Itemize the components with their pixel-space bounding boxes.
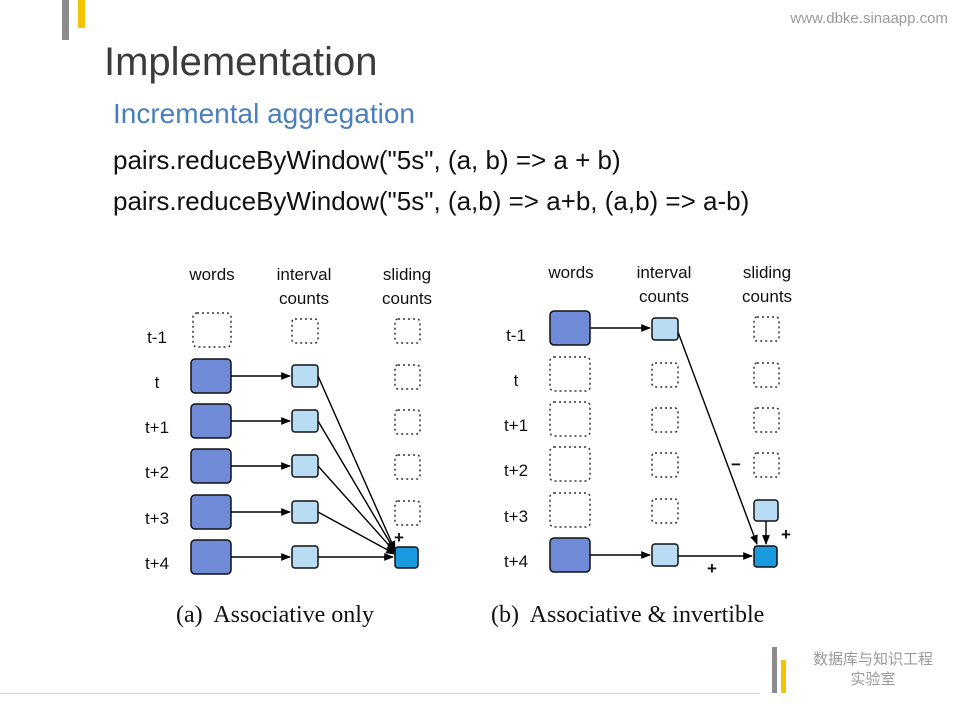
- b-interval-empty-t: [651, 362, 679, 388]
- b-header-sliding: sliding: [743, 263, 791, 282]
- a-header-sliding: sliding: [383, 265, 431, 284]
- a-word-box-t+3: [190, 494, 232, 530]
- a-row-label-t+1: t+1: [145, 418, 169, 437]
- a-word-box-t+2: [190, 448, 232, 484]
- b-word-empty-t+3: [549, 492, 591, 528]
- a-sliding-empty-t: [394, 364, 421, 390]
- b-row-label-t+2: t+2: [504, 461, 528, 480]
- a-row-label-t: t: [155, 373, 160, 392]
- a-arrow-fan-t+3: [317, 511, 396, 555]
- a-interval-box-t+2: [291, 454, 319, 478]
- b-row-label-t: t: [514, 371, 519, 390]
- b-plus-sign-add: +: [707, 559, 717, 578]
- b-plus-sign-prev: +: [781, 525, 791, 544]
- b-header-words: words: [547, 263, 593, 282]
- b-interval-box-t-1: [651, 317, 679, 341]
- a-arrow-fan-t+2: [317, 465, 396, 553]
- b-word-box-t-1: [549, 310, 591, 346]
- a-word-box-t: [190, 358, 232, 394]
- lab-name-line1: 数据库与知识工程: [812, 651, 933, 668]
- lab-name-line2: 实验室: [850, 671, 896, 688]
- a-interval-box-t+3: [291, 500, 319, 524]
- b-interval-empty-t+3: [651, 498, 679, 524]
- b-sliding-box-t+4: [753, 545, 778, 568]
- a-sliding-empty-t+2: [394, 454, 421, 480]
- code-line-1: pairs.reduceByWindow("5s", (a, b) => a +…: [113, 145, 621, 175]
- b-header-interval-counts: counts: [639, 287, 689, 306]
- panel-b: − + +: [549, 310, 791, 578]
- a-header-words: words: [188, 265, 234, 284]
- footer-divider: [0, 693, 760, 694]
- a-header-sliding-counts: counts: [382, 289, 432, 308]
- b-row-label-t+4: t+4: [504, 552, 528, 571]
- a-word-box-t+4: [190, 539, 232, 575]
- b-sliding-empty-t: [753, 362, 780, 388]
- b-interval-box-t+4: [651, 543, 679, 567]
- b-row-label-t+3: t+3: [504, 507, 528, 526]
- a-arrow-fan-t+1: [317, 420, 396, 552]
- bottom-gray-bar: [772, 647, 777, 693]
- a-arrow-fan-t: [317, 375, 396, 551]
- lab-name: 数据库与知识工程 实验室: [795, 650, 951, 690]
- a-header-interval: interval: [277, 265, 332, 284]
- b-interval-empty-t+1: [651, 407, 679, 433]
- a-sliding-empty-t+1: [394, 409, 421, 435]
- a-sliding-box-t+4: [394, 546, 419, 569]
- site-url: www.dbke.sinaapp.com: [790, 10, 948, 27]
- a-header-interval-counts: counts: [279, 289, 329, 308]
- a-interval-box-t+4: [291, 545, 319, 569]
- a-sliding-empty-t+3: [394, 500, 421, 526]
- code-line-2: pairs.reduceByWindow("5s", (a,b) => a+b,…: [113, 186, 750, 216]
- b-minus-sign: −: [731, 455, 741, 474]
- bottom-yellow-bar: [781, 660, 786, 693]
- a-word-empty-t-1: [192, 312, 232, 348]
- b-row-label-t-1: t-1: [506, 326, 526, 345]
- b-header-interval: interval: [637, 263, 692, 282]
- b-word-box-t+4: [549, 537, 591, 573]
- a-row-label-t+3: t+3: [145, 509, 169, 528]
- a-interval-box-t: [291, 364, 319, 388]
- b-row-label-t+1: t+1: [504, 416, 528, 435]
- page-title: Implementation: [104, 40, 378, 84]
- a-row-label-t+4: t+4: [145, 554, 169, 573]
- a-row-label-t+2: t+2: [145, 463, 169, 482]
- b-interval-empty-t+2: [651, 452, 679, 478]
- b-sliding-prev-box-t+3: [753, 499, 779, 522]
- top-gray-bar: [62, 0, 69, 40]
- b-sliding-empty-t+2: [753, 452, 780, 478]
- a-plus-sign: +: [394, 528, 404, 547]
- b-header-sliding-counts: counts: [742, 287, 792, 306]
- a-sliding-empty-t-1: [394, 318, 421, 344]
- b-word-empty-t+2: [549, 446, 591, 482]
- caption-b: (b) Associative & invertible: [491, 602, 764, 628]
- a-word-box-t+1: [190, 403, 232, 439]
- b-sliding-empty-t+1: [753, 407, 780, 433]
- caption-a: (a) Associative only: [176, 602, 374, 628]
- panel-a: +: [190, 312, 421, 575]
- b-arrow-subtract: [677, 331, 758, 545]
- a-interval-empty-t-1: [291, 318, 319, 344]
- subtitle: Incremental aggregation: [113, 98, 415, 129]
- a-row-label-t-1: t-1: [147, 328, 167, 347]
- b-word-empty-t+1: [549, 401, 591, 437]
- a-interval-box-t+1: [291, 409, 319, 433]
- b-sliding-empty-t-1: [753, 316, 780, 342]
- b-word-empty-t: [549, 356, 591, 392]
- top-yellow-bar: [78, 0, 85, 28]
